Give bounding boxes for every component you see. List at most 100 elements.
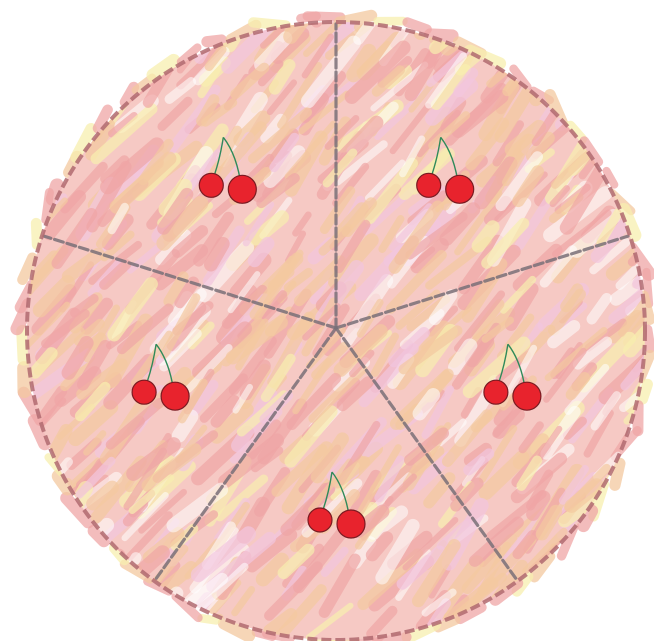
texture-stroke [32,517,80,555]
texture-stroke [64,621,84,641]
texture-stroke [30,0,85,40]
texture-stroke [151,0,186,59]
fuzz-stroke [430,35,452,36]
texture-stroke [581,29,601,47]
texture-stroke [61,529,86,566]
texture-stroke [617,30,654,82]
texture-stroke [591,50,627,97]
texture-stroke [119,596,144,628]
fuzz-stroke [615,463,620,485]
texture-stroke [77,39,115,76]
texture-stroke [626,617,639,636]
fuzz-stroke [207,40,221,42]
texture-stroke [604,123,642,157]
texture-stroke [240,0,267,17]
texture-stroke [29,467,46,487]
texture-stroke [595,3,624,56]
texture-stroke [535,6,563,43]
cherry [484,380,508,404]
texture-stroke [500,0,534,25]
texture-stroke [78,587,96,613]
texture-stroke [540,0,570,35]
texture-stroke [74,70,99,93]
texture-stroke [71,74,91,106]
cherry [337,510,365,538]
texture-stroke [51,613,64,637]
texture-stroke [47,0,80,33]
texture-stroke [612,551,627,569]
texture-stroke [597,127,621,160]
texture-stroke [435,0,465,18]
texture-stroke [540,0,592,32]
texture-stroke [99,7,115,31]
texture-stroke [635,199,651,218]
texture-stroke [608,133,631,161]
texture-stroke [97,12,113,26]
texture-stroke [216,0,248,24]
cherry [308,508,332,532]
texture-stroke [94,556,119,588]
texture-stroke [427,0,462,30]
texture-stroke [587,9,644,56]
texture-stroke [94,586,115,615]
texture-stroke [71,53,109,95]
texture-stroke [555,619,575,637]
texture-stroke [510,23,528,48]
texture-stroke [74,31,91,50]
texture-stroke [123,3,164,51]
texture-stroke [589,531,640,571]
texture-stroke [606,604,629,629]
texture-stroke [40,144,56,156]
texture-stroke [39,556,74,607]
texture-stroke [630,576,654,622]
cherry [161,382,189,410]
texture-stroke [42,585,82,619]
texture-stroke [205,0,237,23]
texture-stroke [78,56,96,79]
texture-stroke [595,43,635,98]
texture-stroke [500,613,521,641]
texture-stroke [599,0,623,18]
texture-stroke [594,599,619,629]
texture-stroke [619,0,651,21]
texture-stroke [163,0,186,21]
cherry [513,382,541,410]
texture-stroke [32,0,61,21]
texture-stroke [625,5,654,69]
texture-stroke [556,556,584,597]
texture-stroke [86,606,109,627]
texture-stroke [463,0,509,26]
fuzz-stroke [23,331,24,359]
texture-stroke [133,32,154,49]
texture-stroke [605,519,644,558]
texture-stroke [51,529,88,571]
texture-stroke [471,0,506,41]
texture-stroke [153,18,171,38]
cherry [132,380,156,404]
texture-stroke [50,63,82,101]
texture-stroke [586,559,622,612]
texture-stroke [38,561,76,591]
texture-stroke [28,138,48,170]
texture-stroke [547,0,586,46]
texture-stroke [76,7,107,30]
texture-stroke [504,7,525,39]
texture-stroke [633,556,654,608]
texture-stroke [614,46,654,86]
fuzz-stroke [307,16,340,17]
fuzz-stroke [647,330,650,348]
texture-stroke [559,23,594,75]
cherry [446,175,474,203]
texture-stroke [570,24,592,46]
texture-stroke [584,528,617,564]
texture-stroke [532,39,549,59]
texture-stroke [530,577,550,612]
texture-stroke [640,491,654,509]
texture-stroke [203,627,213,641]
texture-stroke [128,593,177,641]
texture-stroke [105,569,138,628]
texture-stroke [624,542,654,588]
texture-stroke [586,547,608,587]
